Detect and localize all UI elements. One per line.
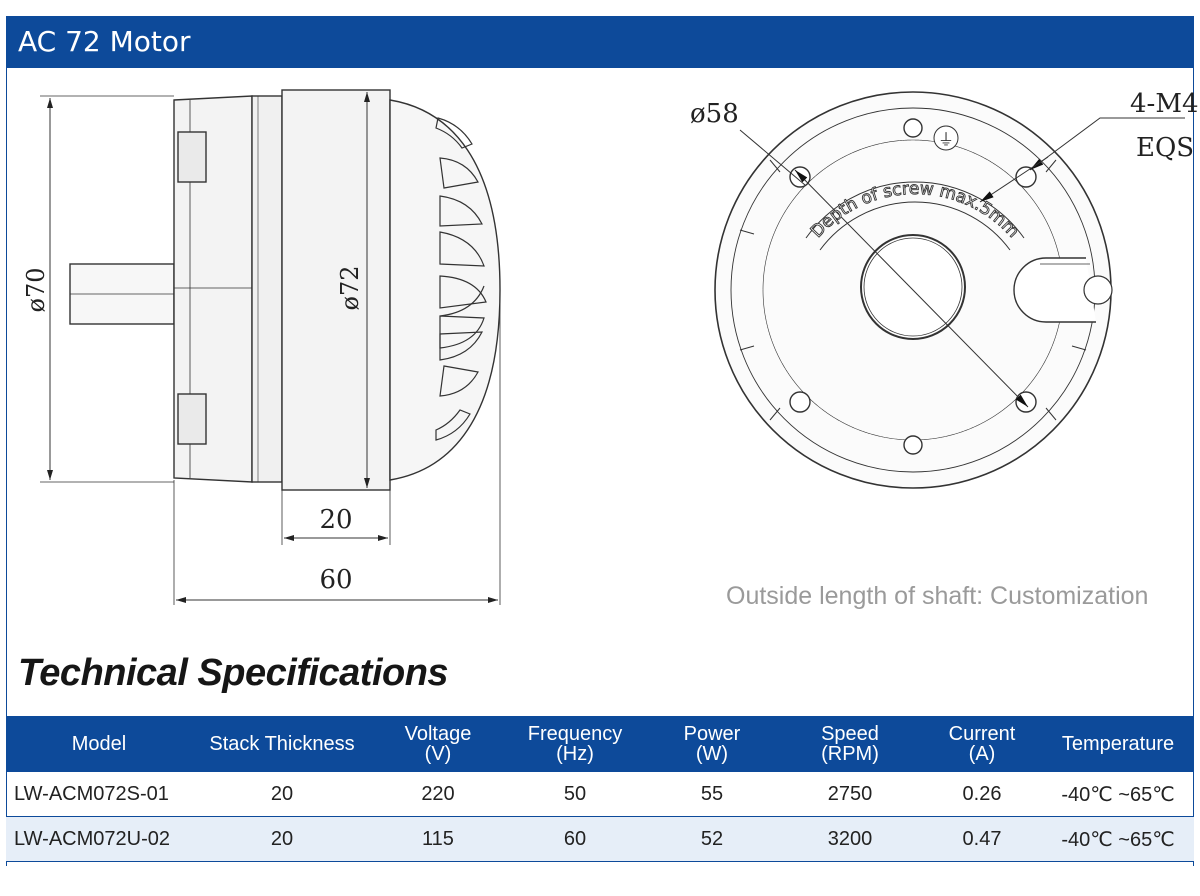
col-stack-thickness: Stack Thickness	[192, 716, 372, 772]
col-voltage: Voltage(V)	[372, 716, 504, 772]
col-frequency: Frequency(Hz)	[504, 716, 646, 772]
cell-power: 55	[646, 772, 778, 817]
cell-frequency: 50	[504, 772, 646, 817]
cell-speed: 2750	[778, 772, 922, 817]
front-view	[714, 91, 1185, 489]
cell-voltage: 115	[372, 816, 504, 862]
col-power: Power(W)	[646, 716, 778, 772]
col-temperature: Temperature	[1042, 716, 1194, 772]
page-header: AC 72 Motor	[6, 16, 1194, 68]
table-row: LW-ACM072U-02 20 115 60 52 3200 0.47 -40…	[6, 816, 1194, 862]
col-current: Current(A)	[922, 716, 1042, 772]
vented-dome	[389, 99, 501, 481]
col-model: Model	[6, 716, 192, 772]
housing	[281, 89, 391, 491]
dim-mount-circle: ø58	[690, 99, 739, 129]
cell-temperature: -40℃ ~65℃	[1042, 772, 1194, 817]
content-frame	[6, 68, 1194, 866]
ground-icon: ⏚	[938, 130, 954, 149]
cell-temperature: -40℃ ~65℃	[1042, 816, 1194, 862]
specs-table: Model Stack Thickness Voltage(V) Frequen…	[6, 716, 1194, 862]
cell-model: LW-ACM072U-02	[6, 816, 192, 862]
screw-callout-spacing: EQS	[1136, 133, 1194, 163]
dim-housing-diameter: ø72	[336, 266, 364, 311]
mount-hole	[1015, 166, 1037, 188]
dim-outer-diameter: ø70	[22, 268, 50, 313]
specs-title: Technical Specifications	[18, 652, 449, 694]
screw-callout-size: 4-M4	[1130, 89, 1199, 119]
mount-hole	[789, 391, 811, 413]
mount-hole	[789, 166, 811, 188]
cell-power: 52	[646, 816, 778, 862]
cell-current: 0.47	[922, 816, 1042, 862]
dim-stack-thickness: 20	[319, 505, 352, 535]
col-speed: Speed(RPM)	[778, 716, 922, 772]
technical-drawing: ø70 ø72 20 60	[22, 89, 1199, 605]
cell-speed: 3200	[778, 816, 922, 862]
cell-stack: 20	[192, 816, 372, 862]
mount-hole	[903, 118, 923, 138]
table-row: LW-ACM072S-01 20 220 50 55 2750 0.26 -40…	[6, 772, 1194, 817]
cell-stack: 20	[192, 772, 372, 817]
cell-frequency: 60	[504, 816, 646, 862]
dim-overall-length: 60	[319, 565, 352, 595]
page-title: AC 72 Motor	[18, 25, 191, 58]
cell-model: LW-ACM072S-01	[6, 772, 192, 817]
table-header-row: Model Stack Thickness Voltage(V) Frequen…	[6, 716, 1194, 772]
shaft-bore	[860, 234, 966, 340]
side-view	[40, 89, 501, 605]
cell-voltage: 220	[372, 772, 504, 817]
shaft-note: Outside length of shaft: Customization	[726, 582, 1149, 610]
mount-hole	[903, 435, 923, 455]
cell-current: 0.26	[922, 772, 1042, 817]
mount-hole	[1015, 391, 1037, 413]
